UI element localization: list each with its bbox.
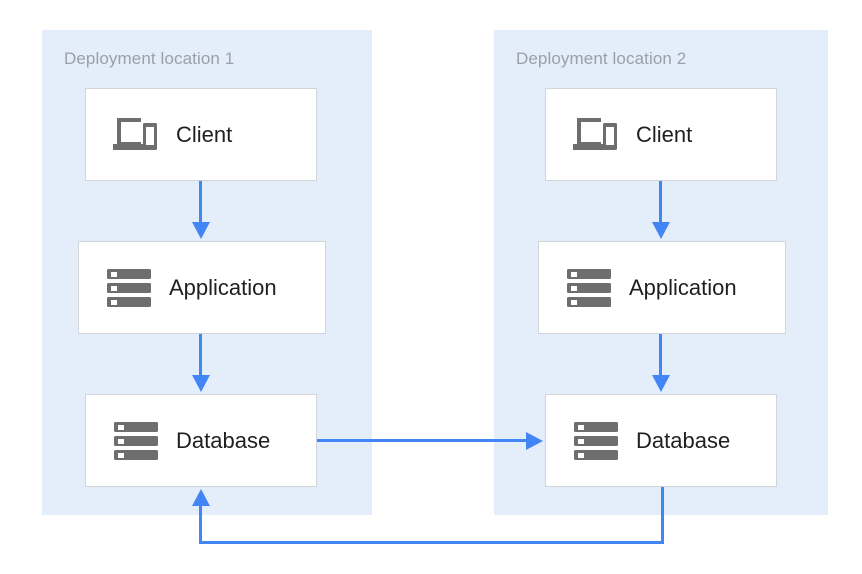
node-label-client-2: Client <box>636 121 693 147</box>
region-label-deployment-location-1: Deployment location 1 <box>64 49 235 68</box>
edge-client2-to-application2-line <box>659 181 662 226</box>
edge-client1-to-application1-arrowhead <box>191 222 210 239</box>
node-label-client-1: Client <box>176 121 233 147</box>
edge-database2-to-database1-segment-up <box>199 506 202 544</box>
edge-database1-to-database2-arrowhead <box>526 431 543 450</box>
edge-database2-to-database1-segment-down <box>661 487 664 544</box>
server-rack-icon <box>108 417 164 465</box>
region-label-deployment-location-2: Deployment location 2 <box>516 49 687 68</box>
edge-application2-to-database2-line <box>659 334 662 379</box>
node-label-application-2: Application <box>629 274 737 300</box>
server-rack-icon <box>101 264 157 312</box>
node-database-1[interactable]: Database <box>85 394 317 487</box>
edge-application2-to-database2-arrowhead <box>651 375 670 392</box>
node-application-1[interactable]: Application <box>78 241 326 334</box>
node-client-1[interactable]: Client <box>85 88 317 181</box>
node-client-2[interactable]: Client <box>545 88 777 181</box>
edge-database2-to-database1-arrowhead <box>191 489 210 506</box>
devices-icon <box>568 111 624 159</box>
node-application-2[interactable]: Application <box>538 241 786 334</box>
edge-client2-to-application2-arrowhead <box>651 222 670 239</box>
edge-client1-to-application1-line <box>199 181 202 226</box>
server-rack-icon <box>561 264 617 312</box>
node-database-2[interactable]: Database <box>545 394 777 487</box>
node-label-database-2: Database <box>636 427 731 453</box>
server-rack-icon <box>568 417 624 465</box>
edge-application1-to-database1-arrowhead <box>191 375 210 392</box>
edge-database2-to-database1-segment-horizontal <box>199 541 664 544</box>
edge-application1-to-database1-line <box>199 334 202 379</box>
node-label-application-1: Application <box>169 274 277 300</box>
node-label-database-1: Database <box>176 427 271 453</box>
devices-icon <box>108 111 164 159</box>
edge-database1-to-database2-line <box>317 439 528 442</box>
